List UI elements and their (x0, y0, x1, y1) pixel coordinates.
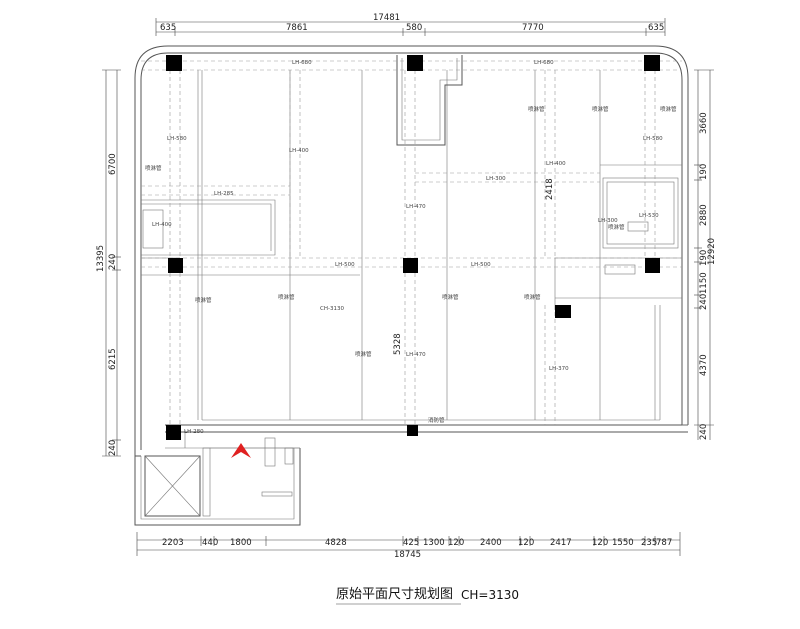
beam-label: LH-470 (406, 352, 426, 358)
beam-label: LH-580 (167, 136, 187, 142)
beam-label: LH-280 (184, 429, 204, 435)
column-bottom-mid (407, 425, 418, 436)
bottom-dim-seg-1: 2203 (162, 538, 184, 548)
top-dim-seg-4: 7770 (522, 23, 544, 33)
bottom-dimension-chain: 2203 440 1800 4828 425 1300 120 2400 120… (136, 532, 681, 560)
beam-label: LH-680 (292, 60, 312, 66)
right-dim-seg-1: 3660 (699, 112, 709, 134)
sprinkler-label: 喷淋管 (195, 296, 212, 304)
column-mid-left (168, 258, 183, 273)
left-dim-seg-2: 240 (108, 254, 118, 270)
bottom-dim-seg-5: 425 (403, 538, 419, 548)
left-total-dim: 13395 (96, 245, 106, 272)
elevator-shaft (144, 455, 201, 517)
column-mid-center (403, 258, 418, 273)
bottom-dim-seg-12: 1550 (612, 538, 634, 548)
bottom-total-dim: 18745 (394, 550, 421, 560)
sprinkler-label: 喷淋管 (592, 105, 609, 113)
sprinkler-label: 喷淋管 (355, 350, 372, 358)
beam-label: LH-400 (289, 148, 309, 154)
column-right-lower (555, 305, 571, 318)
left-dim-seg-1: 6700 (108, 153, 118, 175)
left-dimension-chain: 13395 6700 240 6215 240 (96, 69, 121, 457)
top-shaft (396, 55, 463, 146)
left-dim-seg-4: 240 (108, 440, 118, 456)
structural-columns (166, 55, 660, 440)
beam-labels: LH-680 LH-680 LH-580 LH-580 LH-400 LH-40… (152, 60, 663, 435)
beam-label: LH-400 (152, 222, 172, 228)
sprinkler-label: 喷淋管 (442, 293, 459, 301)
column-top-mid (407, 55, 423, 71)
ceiling-height-label: CH-3130 (320, 306, 344, 312)
ceiling-height-title: CH=3130 (461, 588, 519, 602)
fire-pipe-label: 消防管 (428, 416, 445, 424)
bottom-dim-seg-11: 120 (592, 538, 608, 548)
right-total-dim: 12920 (707, 238, 717, 265)
top-dim-seg-3: 580 (406, 23, 422, 33)
right-dim-seg-5: 1150 (699, 272, 709, 294)
right-dim-seg-8: 240 (699, 424, 709, 440)
column-top-right (644, 55, 660, 71)
column-top-left (166, 55, 182, 71)
column-mid-right (645, 258, 660, 273)
sprinkler-label: 喷淋管 (660, 105, 677, 113)
outer-walls (134, 45, 689, 457)
top-total-dim: 17481 (373, 13, 400, 23)
beam-label: LH-370 (549, 366, 569, 372)
drawing-title-block: 原始平面尺寸规划图 CH=3130 (336, 587, 519, 605)
beam-label: LH-400 (546, 161, 566, 167)
bottom-dim-seg-10: 2417 (550, 538, 572, 548)
bottom-dim-seg-14: 787 (656, 538, 672, 548)
right-dim-seg-2: 190 (699, 164, 709, 180)
right-dim-seg-4: 190 (699, 250, 709, 266)
inner-dim-2418: 2418 (545, 178, 555, 200)
top-dim-seg-1: 635 (160, 23, 176, 33)
bottom-dim-seg-4: 4828 (325, 538, 347, 548)
top-dim-seg-2: 7861 (286, 23, 308, 33)
sprinkler-label: 喷淋管 (145, 164, 162, 172)
right-dim-seg-6: 240 (699, 294, 709, 310)
sprinkler-label: 喷淋管 (278, 293, 295, 301)
bottom-dim-seg-2: 440 (202, 538, 218, 548)
right-small-room (602, 177, 679, 275)
left-notch-room (141, 199, 276, 256)
beam-label: LH-530 (639, 213, 659, 219)
bottom-dim-seg-13: 235 (641, 538, 657, 548)
top-dim-seg-5: 635 (648, 23, 664, 33)
bottom-dim-seg-3: 1800 (230, 538, 252, 548)
sprinkler-label: 喷淋管 (524, 293, 541, 301)
bottom-dim-seg-7: 120 (448, 538, 464, 548)
beam-label: LH-285 (214, 191, 234, 197)
brand-logo (231, 443, 251, 458)
beam-label: LH-500 (471, 262, 491, 268)
right-dimension-chain: 12920 3660 190 2880 190 1150 240 4370 24… (694, 69, 717, 440)
inner-dim-5328: 5328 (393, 333, 403, 355)
sprinkler-label: 喷淋管 (528, 105, 545, 113)
top-dimension-chain: 17481 635 7861 580 7770 635 (155, 13, 666, 36)
right-dim-seg-3: 2880 (699, 204, 709, 226)
elevator-lobby-area (134, 437, 301, 526)
beam-lines (141, 60, 682, 425)
drawing-title: 原始平面尺寸规划图 (336, 587, 453, 602)
beam-label: LH-470 (406, 204, 426, 210)
bottom-dim-seg-9: 120 (518, 538, 534, 548)
bottom-dim-seg-6: 1300 (423, 538, 445, 548)
bottom-dim-seg-8: 2400 (480, 538, 502, 548)
beam-label: LH-300 (598, 218, 618, 224)
sprinkler-label: 喷淋管 (608, 223, 625, 231)
beam-label: LH-580 (643, 136, 663, 142)
beam-label: LH-300 (486, 176, 506, 182)
sprinkler-labels: 喷淋管 喷淋管 喷淋管 喷淋管 喷淋管 喷淋管 喷淋管 喷淋管 喷淋管 喷淋管 … (145, 105, 677, 424)
beam-label: LH-500 (335, 262, 355, 268)
beam-label: LH-680 (534, 60, 554, 66)
left-dim-seg-3: 6215 (108, 348, 118, 370)
right-dim-seg-7: 4370 (699, 354, 709, 376)
column-bottom-left (166, 425, 181, 440)
